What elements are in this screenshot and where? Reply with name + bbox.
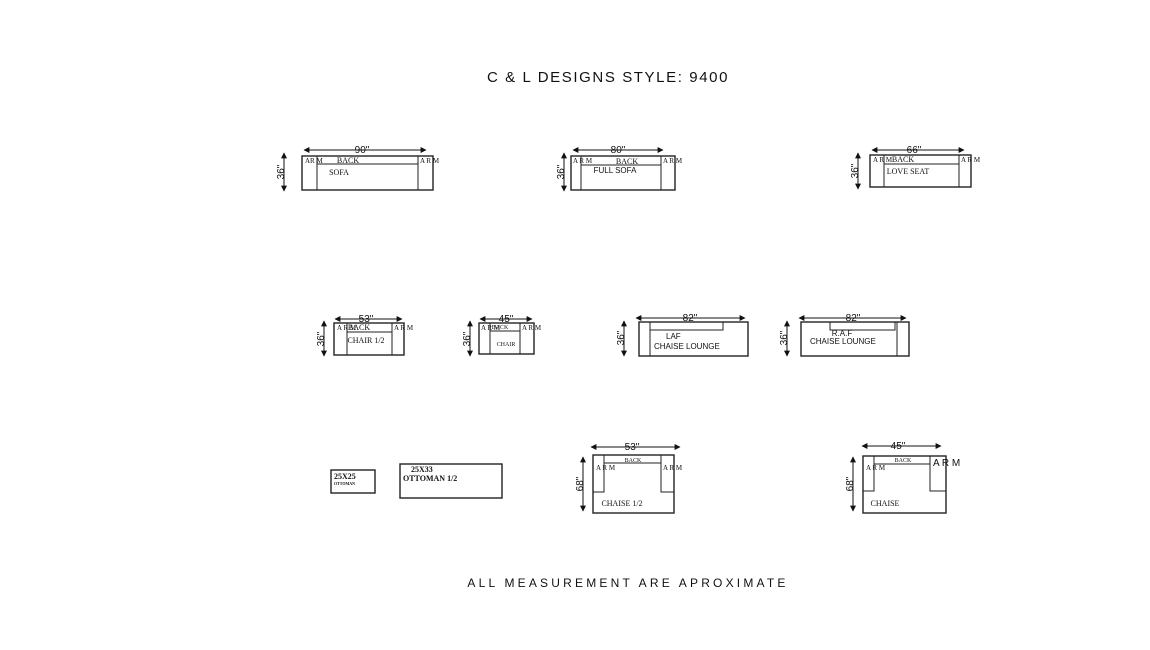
chair-half-arm-left: A R M [337,324,357,332]
love-seat-arm-left: A R M [873,156,893,164]
chair-label: CHAIR [497,342,516,348]
chaise-arm-left: A R M [866,464,886,472]
chaise-width-label: 45" [891,441,906,452]
chaise-arm-right: A R M [933,458,960,469]
full-sofa-width-label: 80" [611,145,626,156]
love-seat-arm-right: A R M [961,156,981,164]
sofa-back-label: BACK [337,156,359,165]
full-sofa-back-label: BACK [616,157,638,166]
ottoman-size: 25X25 [334,472,356,481]
love-seat-diagram: 66" 36" A R M A R M BACK LOVE SEAT [850,145,981,190]
chaise-half-arm-right: A R M [663,464,683,472]
chaise-half-back-label: BACK [625,458,642,464]
chair-outline [478,322,535,355]
chaise-back-label: BACK [895,458,912,464]
laf-chaise-lounge-label-top: LAF [666,332,681,341]
chair-back-label: BACK [492,325,509,331]
chair-half-diagram: 53" 36" A R M A R M BACK CHAIR 1/2 [316,314,414,357]
chair-diagram: 45" 36" A R M A R M BACK CHAIR [462,314,542,357]
raf-chaise-lounge-diagram: 82" 36" R.A.F CHAISE LOUNGE [779,313,910,357]
ottoman-diagram: 25X25 OTTOMAN [330,469,376,494]
ottoman-half-outline [399,463,503,499]
raf-chaise-lounge-label-top: R.A.F [832,329,853,338]
love-seat-label: LOVE SEAT [887,167,930,176]
page-title: C & L DESIGNS STYLE: 9400 [487,69,729,86]
raf-chaise-lounge-label: CHAISE LOUNGE [810,337,876,346]
full-sofa-outline [570,155,676,191]
sofa-diagram: 90" 36" AR M A R M BACK SOFA [276,145,440,192]
sofa-label: SOFA [329,168,349,177]
raf-chaise-lounge-width-label: 82" [846,313,861,324]
love-seat-back-label: BACK [892,155,914,164]
chair-arm-left: A R M [481,324,501,332]
chaise-half-diagram: 53" 68" A R M A R M BACK CHAISE 1/2 [575,442,683,514]
chair-half-label: CHAIR 1/2 [347,336,384,345]
chaise-half-arm-left: A R M [596,464,616,472]
footer-note: ALL MEASUREMENT ARE APROXIMATE [467,576,788,590]
ottoman-half-label: OTTOMAN 1/2 [403,474,457,483]
chaise-label: CHAISE [871,499,900,508]
chair-half-depth-label: 36" [316,331,327,346]
laf-chaise-lounge-outline [638,321,749,357]
full-sofa-label: FULL SOFA [594,166,637,175]
full-sofa-arm-right: A R M [663,157,683,165]
laf-chaise-lounge-label: CHAISE LOUNGE [654,342,720,351]
full-sofa-diagram: 80" 36" A R M A R M BACK FULL SOFA [556,145,683,192]
full-sofa-arm-left: A R M [573,157,593,165]
full-sofa-depth-label: 36" [556,164,567,179]
chaise-depth-label: 68" [845,476,856,491]
ottoman-label: OTTOMAN [334,481,355,486]
chair-half-outline [333,322,405,356]
sofa-outline [301,155,434,191]
ottoman-outline [330,469,376,494]
chair-depth-label: 36" [462,331,473,346]
chair-half-back-label: BACK [348,323,370,332]
love-seat-outline [869,154,972,188]
ottoman-half-diagram: 25X33 OTTOMAN 1/2 [399,463,503,499]
chaise-half-outline [592,454,675,514]
chaise-half-depth-label: 68" [575,476,586,491]
sofa-arm-left: AR M [305,157,323,165]
chair-arm-right: A R M [522,324,542,332]
raf-chaise-lounge-depth-label: 36" [779,330,790,345]
love-seat-width-label: 66" [907,145,922,156]
laf-chaise-lounge-width-label: 82" [683,313,698,324]
chair-half-width-label: 53" [359,314,374,325]
chaise-half-label: CHAISE 1/2 [601,499,642,508]
love-seat-depth-label: 36" [850,163,861,178]
laf-chaise-lounge-depth-label: 36" [616,330,627,345]
chaise-outline [862,455,947,514]
chair-width-label: 45" [499,314,514,325]
raf-chaise-lounge-outline [800,321,910,357]
laf-chaise-lounge-diagram: 82" 36" LAF CHAISE LOUNGE [616,313,749,357]
sofa-arm-right: A R M [420,157,440,165]
sofa-width-label: 90" [355,145,370,156]
chair-half-arm-right: A R M [394,324,414,332]
ottoman-half-size: 25X33 [411,465,433,474]
chaise-half-width-label: 53" [625,442,640,453]
sofa-depth-label: 36" [276,164,287,179]
chaise-diagram: 45" 68" A R M A R M BACK CHAISE [845,441,960,514]
